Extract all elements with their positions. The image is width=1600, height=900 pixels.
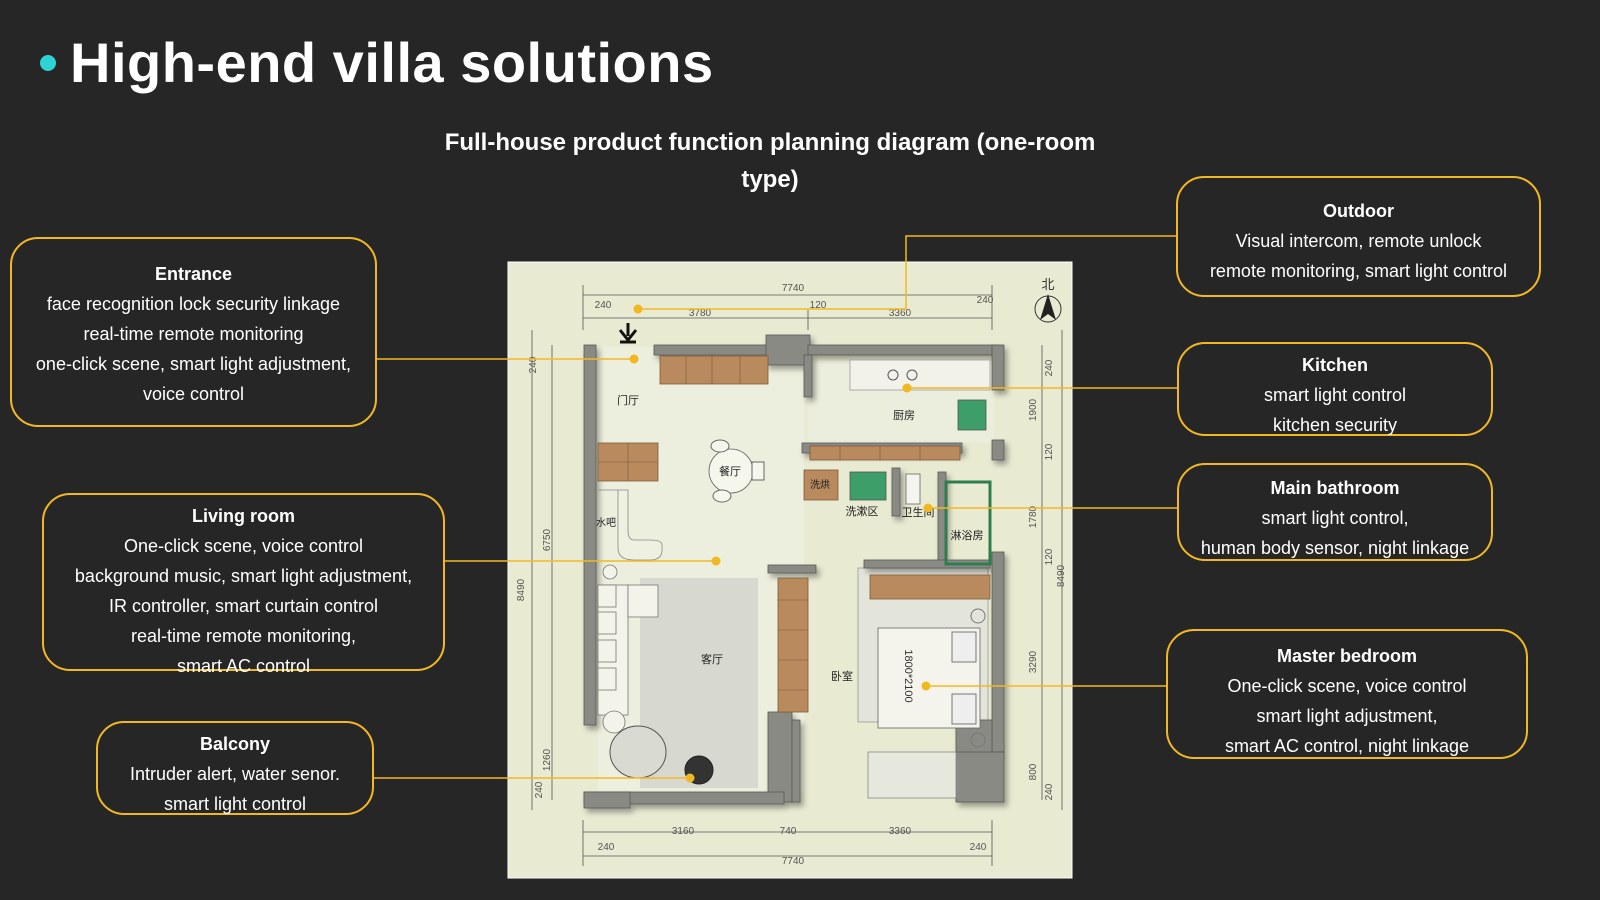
point-outdoor (633, 304, 643, 314)
sofa (597, 564, 659, 734)
room-label-dining: 餐厅 (719, 464, 741, 478)
dim-bottom-total: 7740 (782, 856, 805, 867)
dim-top-right-wall: 240 (977, 295, 994, 306)
callout-line: real-time remote monitoring (83, 324, 304, 344)
callout-line: smart light adjustment, (1256, 706, 1438, 726)
bar-counter (598, 489, 663, 561)
kitchen-fixtures (849, 359, 992, 566)
cabinet-lines (598, 356, 921, 691)
callout-title: Master bedroom (1276, 646, 1418, 666)
dim-right-top-wall: 240 (1044, 359, 1055, 376)
sensor-points (629, 304, 933, 783)
callout-line: voice control (142, 384, 245, 404)
callout-title: Main bathroom (1270, 478, 1400, 498)
bed: 1800*2100 (877, 608, 986, 748)
point-entrance (629, 354, 639, 364)
point-kitchen (902, 383, 912, 393)
dim-bottom-right-wall: 240 (970, 842, 987, 853)
north-arrow-icon: 北 (1034, 278, 1062, 323)
dim-left-top-wall: 240 (528, 356, 539, 373)
dim-bottom-mid: 740 (780, 826, 797, 837)
callout-line: One-click scene, voice control (123, 536, 364, 556)
callout-line: IR controller, smart curtain control (108, 596, 379, 616)
room-label-entrance: 门厅 (617, 393, 639, 407)
dimension-lines (531, 285, 1063, 866)
dim-right-seg6: 800 (1028, 763, 1039, 780)
room-label-laundry: 洗烘 (810, 479, 830, 491)
dim-bottom-seg1: 3160 (672, 826, 695, 837)
dim-left-bottom-wall: 240 (534, 781, 545, 798)
dim-right-seg4: 120 (1044, 548, 1055, 565)
page-header: High-end villa solutions (40, 30, 714, 95)
callout-kitchen: Kitchen smart light control kitchen secu… (1177, 342, 1493, 436)
callout-line: Intruder alert, water senor. (129, 764, 341, 784)
dim-bottom-seg2: 3360 (889, 826, 912, 837)
title-bullet-icon (40, 54, 56, 71)
dining-table (708, 439, 765, 503)
dim-top-mid: 120 (810, 300, 827, 311)
walls (583, 334, 1005, 809)
point-living-room (711, 556, 721, 566)
point-main-bathroom (923, 503, 933, 513)
callout-line: one-click scene, smart light adjustment, (35, 354, 352, 374)
connector-outdoor (638, 235, 1176, 310)
callout-line: face recognition lock security linkage (46, 294, 341, 314)
dim-top-total: 7740 (782, 283, 805, 294)
callout-title: Kitchen (1301, 355, 1368, 375)
callout-outdoor: Outdoor Visual intercom, remote unlock r… (1176, 176, 1541, 297)
point-balcony (685, 773, 695, 783)
callout-title: Entrance (154, 264, 233, 284)
callout-line: smart AC control, night linkage (1224, 736, 1470, 756)
room-label-shower: 淋浴房 (951, 529, 984, 542)
room-label-wash-area: 洗漱区 (846, 505, 879, 518)
dim-right-seg1: 1900 (1028, 398, 1039, 421)
dim-right-seg5: 3290 (1028, 650, 1039, 673)
dim-right-total: 8490 (1056, 564, 1067, 587)
dim-top-left-wall: 240 (595, 300, 612, 311)
diagram-subtitle: Full-house product function planning dia… (444, 129, 1096, 193)
cabinets (597, 355, 991, 713)
room-label-kitchen: 厨房 (893, 409, 915, 422)
callout-line: human body sensor, night linkage (1200, 538, 1470, 558)
dimension-labels: 7740 240 3780 120 3360 240 3160 740 3360… (516, 283, 1067, 867)
room-label-living: 客厅 (701, 652, 723, 666)
dim-bottom-left-wall: 240 (598, 842, 615, 853)
callout-line: Visual intercom, remote unlock (1235, 231, 1482, 251)
callout-line: remote monitoring, smart light control (1209, 261, 1508, 281)
room-label-bedroom: 卧室 (831, 669, 853, 683)
dim-right-seg3: 1780 (1028, 505, 1039, 528)
callout-line: smart AC control (176, 656, 311, 676)
point-master-bedroom (921, 681, 931, 691)
callout-line: One-click scene, voice control (1227, 676, 1467, 696)
callout-line: smart light control (163, 794, 307, 814)
callout-line: smart light control (1263, 385, 1407, 405)
callout-title: Living room (192, 506, 295, 526)
entrance-arrow-icon (618, 323, 638, 344)
callout-balcony: Balcony Intruder alert, water senor. sma… (96, 721, 374, 815)
callout-line: background music, smart light adjustment… (74, 566, 413, 586)
north-label: 北 (1041, 278, 1054, 293)
callout-title: Outdoor (1323, 201, 1394, 221)
callout-main-bathroom: Main bathroom smart light control, human… (1177, 463, 1493, 561)
dim-left-seg1: 6750 (542, 528, 553, 551)
dim-left-seg2: 1260 (542, 748, 553, 771)
bed-size-label: 1800*2100 (902, 649, 914, 702)
callout-line: kitchen security (1272, 415, 1398, 435)
dim-top-seg1: 3780 (689, 308, 712, 319)
callout-entrance: Entrance face recognition lock security … (10, 237, 377, 427)
page-title: High-end villa solutions (70, 31, 714, 94)
callout-living-room: Living room One-click scene, voice contr… (42, 493, 445, 676)
dim-right-seg2: 120 (1044, 443, 1055, 460)
dim-left-total: 8490 (516, 578, 527, 601)
callout-line: smart light control, (1261, 508, 1409, 528)
dim-right-bottom-wall: 240 (1044, 783, 1055, 800)
callout-title: Balcony (199, 734, 271, 754)
connector-lines (374, 235, 1177, 779)
callout-master-bedroom: Master bedroom One-click scene, voice co… (1166, 629, 1528, 759)
room-label-bar: 水吧 (596, 517, 616, 529)
callout-line: real-time remote monitoring, (130, 626, 357, 646)
dim-top-seg2: 3360 (889, 308, 912, 319)
bedroom-balcony (867, 751, 957, 799)
